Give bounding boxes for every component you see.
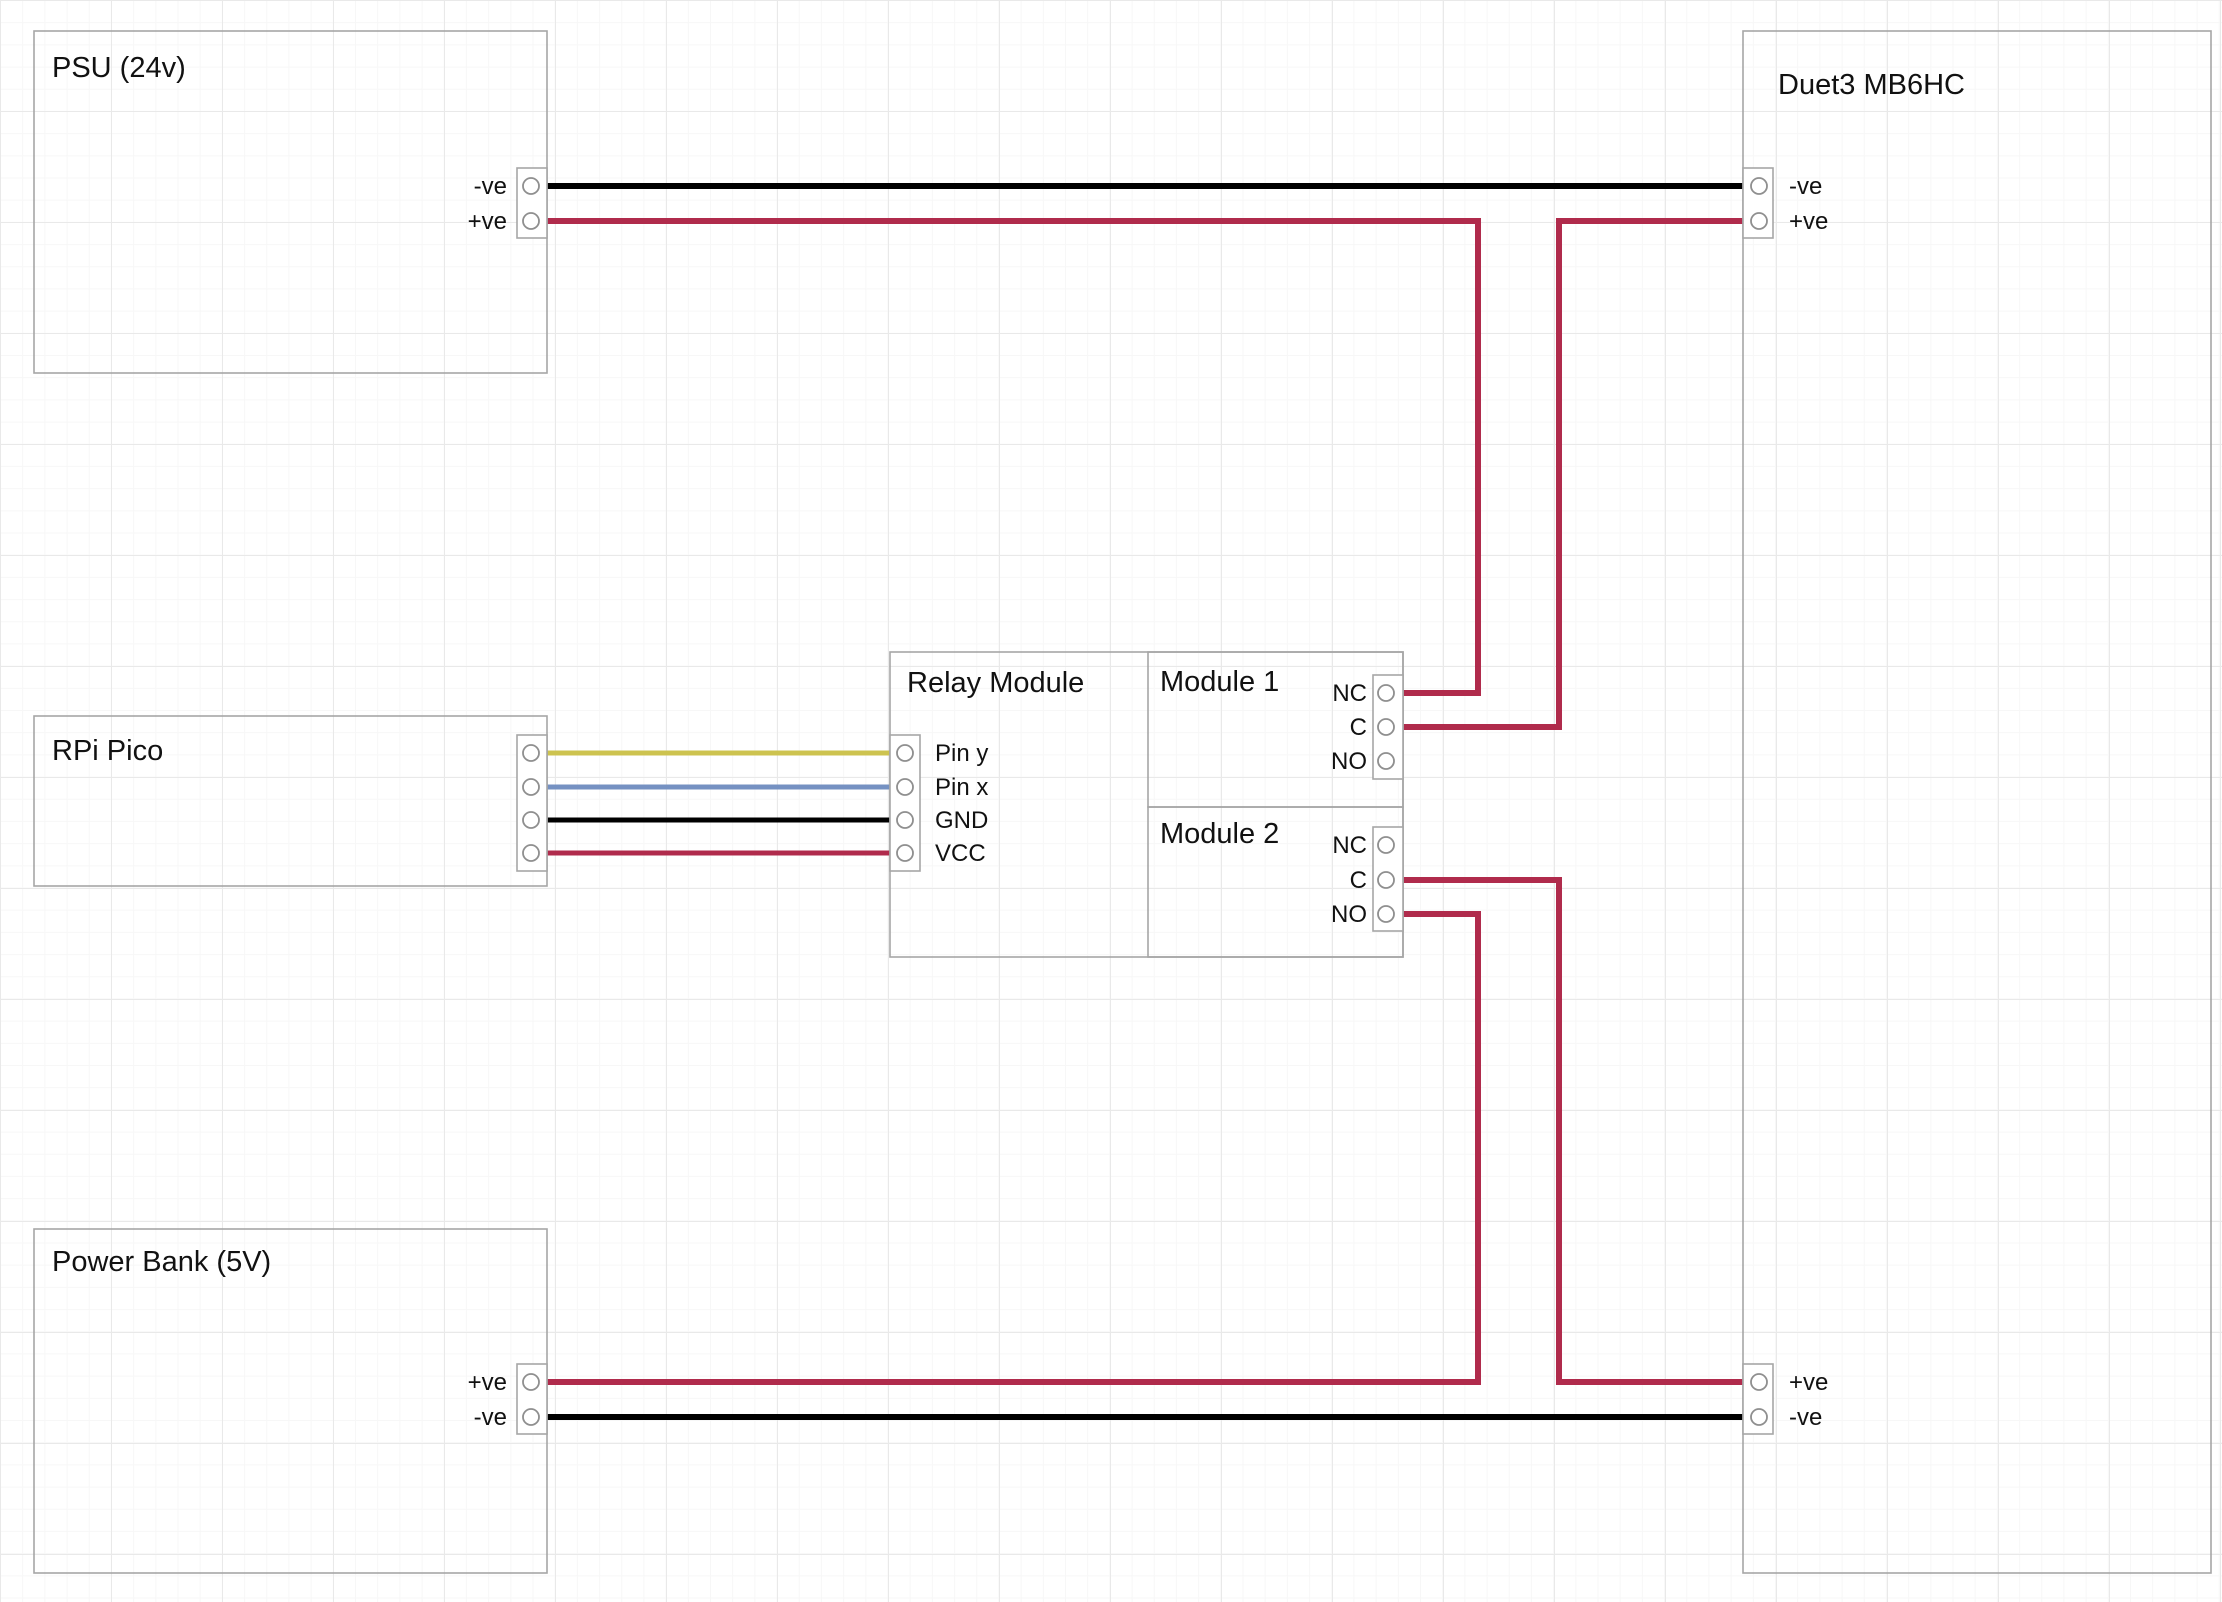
powerbank-neg-label: -ve [474, 1404, 507, 1431]
rpi-title: RPi Pico [52, 735, 163, 767]
relay-gnd-label: GND [935, 807, 988, 834]
powerbank-box [33, 1228, 548, 1574]
rpi-pin-2 [522, 778, 540, 796]
duet-top-neg-label: -ve [1789, 173, 1822, 200]
module2-nc-label: NC [1332, 832, 1367, 859]
wire-psu-positive-to-module1-nc [531, 218, 1481, 696]
relay-vcc-label: VCC [935, 840, 986, 867]
duet-bottom-neg-pin [1750, 1408, 1768, 1426]
relay-vcc-pin [896, 844, 914, 862]
wire-module2-c-to-duet-positive [1386, 877, 1759, 1385]
module2-c-pin [1377, 871, 1395, 889]
module1-c-label: C [1350, 714, 1367, 741]
rpi-pin-4 [522, 844, 540, 862]
psu-pos-pin [522, 212, 540, 230]
powerbank-pos-pin [522, 1373, 540, 1391]
duet-top-pos-pin [1750, 212, 1768, 230]
duet-title: Duet3 MB6HC [1778, 69, 1965, 101]
terminal-blocks [516, 167, 1774, 1435]
duet-top-neg-pin [1750, 177, 1768, 195]
relay-pin-y-pin [896, 744, 914, 762]
module1-nc-label: NC [1332, 680, 1367, 707]
module2-nc-pin [1377, 836, 1395, 854]
relay-gnd-pin [896, 811, 914, 829]
rpi-pin-3 [522, 811, 540, 829]
module1-title: Module 1 [1160, 666, 1279, 698]
module2-c-label: C [1350, 867, 1367, 894]
duet-top-pos-label: +ve [1789, 208, 1828, 235]
psu-pos-label: +ve [468, 208, 507, 235]
module1-no-label: NO [1331, 748, 1367, 775]
powerbank-title: Power Bank (5V) [52, 1246, 271, 1278]
wire-module2-no-to-powerbank-positive [531, 911, 1481, 1385]
module2-no-pin [1377, 905, 1395, 923]
relay-pin-y-label: Pin y [935, 740, 988, 767]
powerbank-neg-pin [522, 1408, 540, 1426]
relay-title: Relay Module [907, 667, 1084, 699]
powerbank-pos-label: +ve [468, 1369, 507, 1396]
component-boxes [33, 30, 2212, 1574]
duet-bottom-neg-label: -ve [1789, 1404, 1822, 1431]
module2-no-label: NO [1331, 901, 1367, 928]
relay-pin-x-label: Pin x [935, 774, 988, 801]
duet-bottom-pos-label: +ve [1789, 1369, 1828, 1396]
rpi-pin-1 [522, 744, 540, 762]
psu-neg-label: -ve [474, 173, 507, 200]
psu-title: PSU (24v) [52, 52, 186, 84]
duet-box [1742, 30, 2212, 1574]
module1-no-pin [1377, 752, 1395, 770]
wire-duet-positive-to-module1-c [1386, 218, 1759, 730]
module1-c-pin [1377, 718, 1395, 736]
labels: PSU (24v) Duet3 MB6HC RPi Pico Relay Mod… [52, 52, 1965, 1431]
wires [531, 183, 1759, 1420]
module2-title: Module 2 [1160, 818, 1279, 850]
duet-bottom-pos-pin [1750, 1373, 1768, 1391]
relay-pin-x-pin [896, 778, 914, 796]
psu-neg-pin [522, 177, 540, 195]
module1-nc-pin [1377, 684, 1395, 702]
